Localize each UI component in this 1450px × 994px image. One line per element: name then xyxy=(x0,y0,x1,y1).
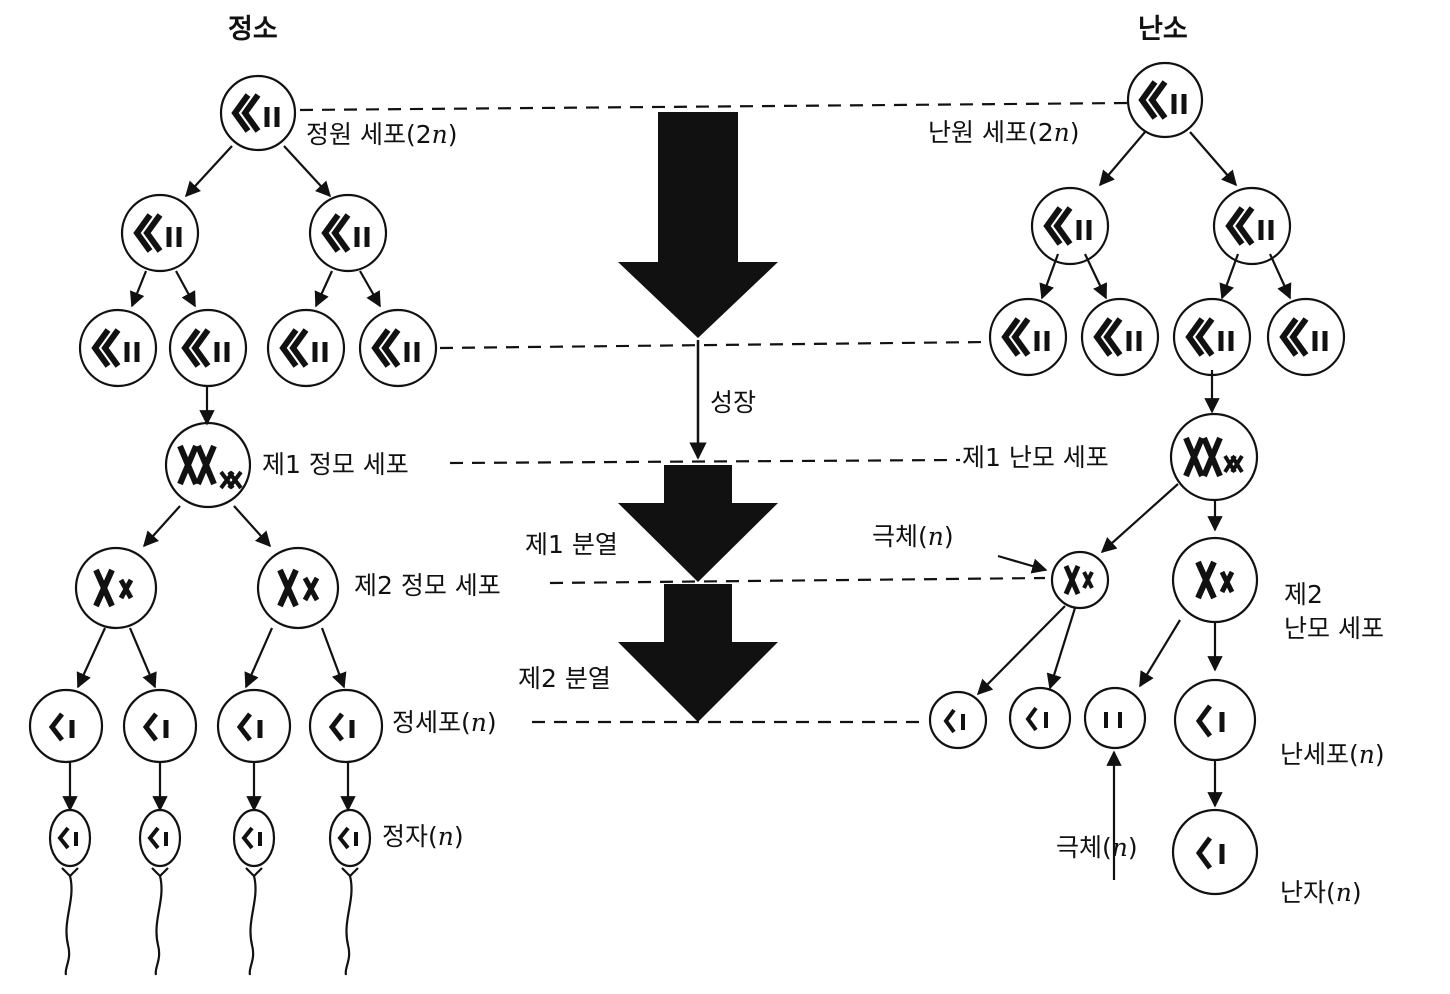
spermatid-cell xyxy=(28,688,104,764)
gonium-cell xyxy=(1172,297,1252,377)
secondary-oocyte-label-line2: 난모 세포 xyxy=(1284,614,1384,643)
polar-body-cell xyxy=(1083,686,1147,750)
polar-body-label-1: 극체(n) xyxy=(872,522,954,551)
ootid-cell xyxy=(1173,678,1257,762)
primary-oocyte-label: 제1 난모 세포 xyxy=(962,443,1109,472)
meiosis1-label: 제1 분열 xyxy=(525,530,618,559)
spermatid-label: 정세포(n) xyxy=(392,708,497,737)
egg-cell xyxy=(1171,808,1259,896)
spermatogonium-cell xyxy=(219,74,297,152)
gonium-cell xyxy=(308,193,388,273)
testis-lineage xyxy=(28,74,438,976)
oogonium-cell xyxy=(1126,61,1204,139)
sperm-cell xyxy=(328,808,372,976)
secondary-oocyte-cell xyxy=(1171,536,1259,624)
division-arrows xyxy=(618,112,778,722)
secondary-spermatocyte-cell xyxy=(74,546,158,630)
meiosis2-label: 제2 분열 xyxy=(518,664,611,693)
primary-oocyte-cell xyxy=(1169,412,1259,502)
gonium-cell xyxy=(988,297,1068,377)
level-lines xyxy=(299,101,1129,724)
oogonium-label: 난원 세포(2n) xyxy=(928,118,1080,147)
sperm-cell xyxy=(48,808,92,976)
secondary-oocyte-label-line1: 제2 xyxy=(1284,580,1323,609)
gonium-cell xyxy=(78,308,158,388)
sperm-cell xyxy=(232,808,276,976)
spermatogonium-label: 정원 세포(2n) xyxy=(306,120,458,149)
gonium-cell xyxy=(1212,186,1292,266)
gonium-cell xyxy=(266,308,346,388)
spermatid-cell xyxy=(122,688,198,764)
gonium-cell xyxy=(358,308,438,388)
polar-body-label-2: 극체(n) xyxy=(1056,833,1138,862)
spermatid-cell xyxy=(216,688,292,764)
growth-big-arrow xyxy=(618,112,778,338)
growth-label: 성장 xyxy=(710,388,757,417)
gonium-cell xyxy=(120,193,200,273)
ootid-label: 난세포(n) xyxy=(1280,740,1385,769)
gonium-cell xyxy=(168,308,248,388)
sperm-cell xyxy=(138,808,182,976)
egg-label: 난자(n) xyxy=(1280,878,1362,907)
gonium-cell xyxy=(1030,186,1110,266)
gonium-cell xyxy=(1266,297,1346,377)
primary-spermatocyte-cell xyxy=(164,421,252,509)
polar-body-cell xyxy=(1008,686,1072,750)
secondary-spermatocyte-label: 제2 정모 세포 xyxy=(354,571,501,600)
gonium-cell xyxy=(1080,297,1160,377)
ovary-header: 난소 xyxy=(1138,14,1188,45)
secondary-spermatocyte-cell xyxy=(256,546,340,630)
polar-body-cell xyxy=(1050,550,1110,610)
meiosis2-big-arrow xyxy=(618,584,778,722)
polar-body-cell xyxy=(928,690,988,750)
ovary-lineage xyxy=(928,61,1346,896)
meiosis1-big-arrow xyxy=(618,465,778,582)
testis-header: 정소 xyxy=(228,14,278,45)
primary-spermatocyte-label: 제1 정모 세포 xyxy=(262,450,409,479)
spermatid-cell xyxy=(308,688,384,764)
sperm-label: 정자(n) xyxy=(382,822,464,851)
